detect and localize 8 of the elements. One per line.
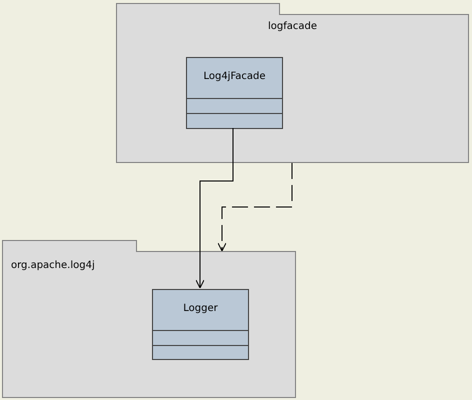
association-arrow (196, 128, 234, 288)
package-name: logfacade (266, 21, 318, 32)
package-name: org.apache.log4j (11, 260, 95, 271)
class-name: Log4jFacade (202, 71, 267, 82)
class-box (186, 57, 283, 129)
class-name: Logger (182, 303, 219, 314)
dependency-arrow (218, 162, 292, 252)
class-box (152, 289, 249, 360)
